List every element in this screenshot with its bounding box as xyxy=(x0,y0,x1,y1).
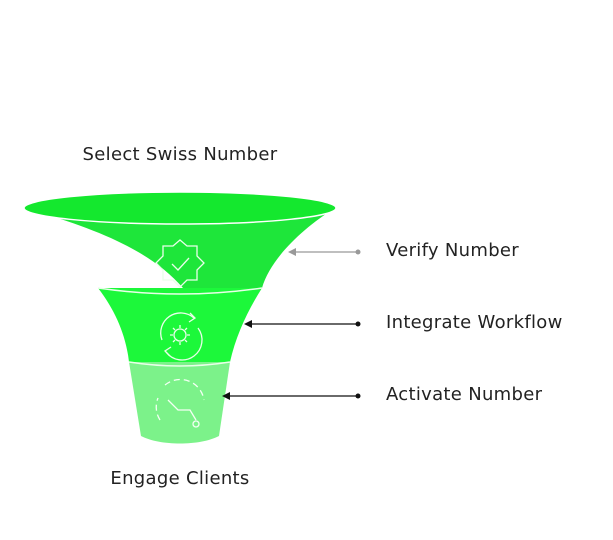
funnel-bottom-label: Engage Clients xyxy=(110,468,250,489)
badge-check-icon xyxy=(155,239,205,288)
stage-label-integrate: Integrate Workflow xyxy=(386,312,563,333)
connector-verify xyxy=(288,248,361,256)
connector-activate xyxy=(222,392,361,400)
stage-label-activate: Activate Number xyxy=(386,384,543,405)
stage-divider xyxy=(128,361,231,367)
activation-path-icon xyxy=(155,378,205,428)
stage-divider xyxy=(97,287,263,295)
connector-integrate xyxy=(244,320,361,328)
funnel-rim xyxy=(23,191,337,225)
stage-label-verify: Verify Number xyxy=(386,240,519,261)
gear-cycle-icon xyxy=(160,312,203,361)
funnel-top-label: Select Swiss Number xyxy=(82,144,278,165)
funnel-stage-verify xyxy=(24,208,335,288)
funnel-stage-activate xyxy=(129,362,230,444)
